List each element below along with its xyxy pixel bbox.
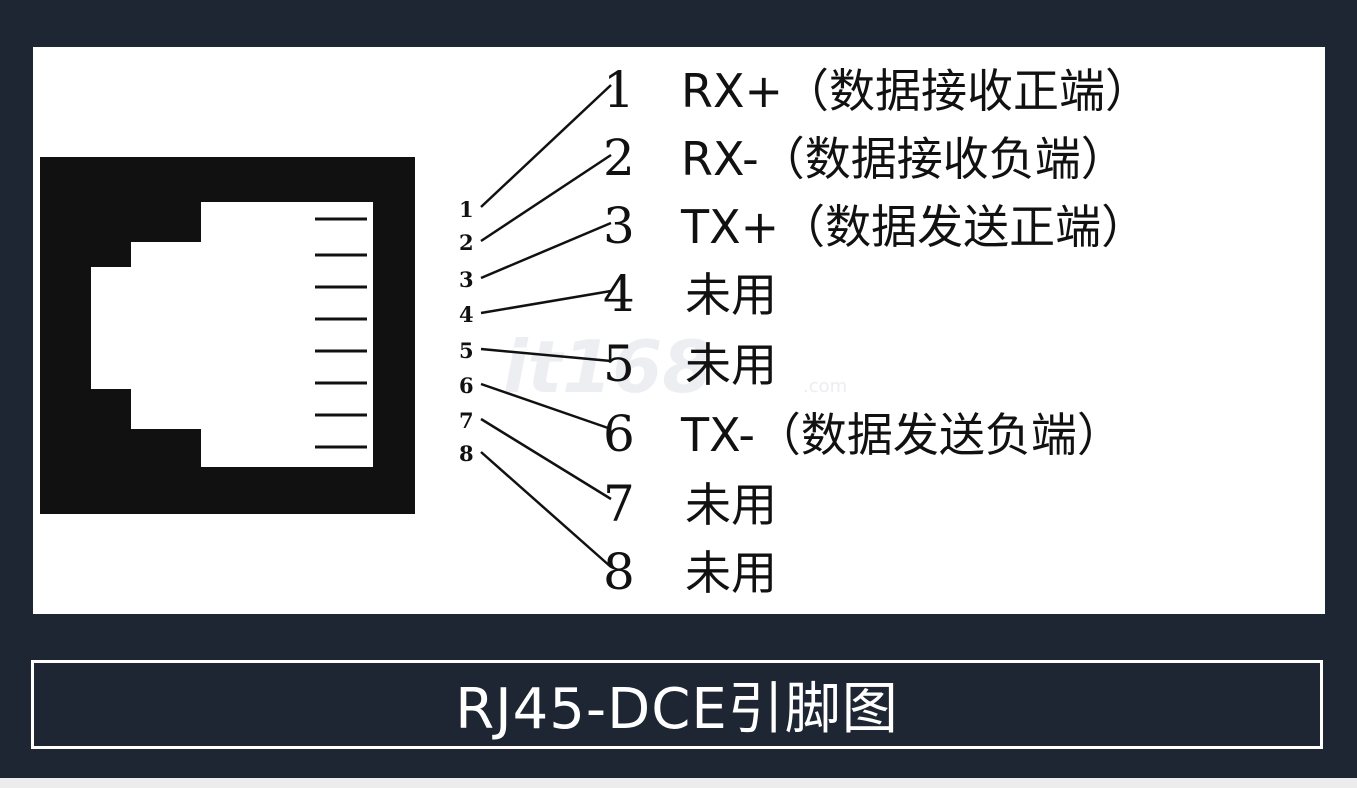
leader-line-3 xyxy=(480,221,612,280)
leader-line-1 xyxy=(480,84,612,208)
pin-label-2: 2 xyxy=(459,230,474,255)
row-number-3: 3 xyxy=(603,197,635,255)
leader-line-8 xyxy=(480,451,612,568)
jack-contacts xyxy=(315,217,367,449)
diagram-panel: it168 .com 1 2 3 4 5 6 7 8 xyxy=(33,47,1325,614)
row-description-8: 未用 xyxy=(685,546,777,600)
rj45-diagram: it168 .com 1 2 3 4 5 6 7 8 xyxy=(40,61,1151,601)
row-number-2: 2 xyxy=(603,129,635,187)
row-number-8: 8 xyxy=(603,543,635,601)
row-number-1: 1 xyxy=(603,61,635,119)
leader-line-7 xyxy=(480,417,612,501)
leader-line-6 xyxy=(480,382,612,431)
bottom-strip xyxy=(0,778,1357,788)
leader-line-2 xyxy=(480,153,612,243)
caption-box: RJ45-DCE引脚图 xyxy=(31,660,1323,749)
pin-label-3: 3 xyxy=(459,267,474,292)
pin-label-7: 7 xyxy=(459,408,474,433)
leader-lines xyxy=(480,84,612,568)
leader-line-5 xyxy=(480,347,612,363)
row-description-6: TX-（数据发送负端） xyxy=(680,408,1123,462)
row-description-4: 未用 xyxy=(685,268,777,322)
caption-title: RJ45-DCE引脚图 xyxy=(455,677,899,742)
row-number-4: 4 xyxy=(603,265,635,323)
row-number-6: 6 xyxy=(603,405,635,463)
row-description-2: RX-（数据接收负端） xyxy=(681,132,1127,186)
row-description-3: TX+（数据发送正端） xyxy=(680,200,1147,254)
rj45-jack-body xyxy=(40,157,415,514)
watermark: it168 xyxy=(503,325,712,409)
pin-label-1: 1 xyxy=(459,197,474,222)
pin-label-6: 6 xyxy=(459,373,474,398)
row-description-7: 未用 xyxy=(685,478,777,532)
row-number-5: 5 xyxy=(603,335,635,393)
row-description-1: RX+（数据接收正端） xyxy=(681,64,1151,118)
row-description-5: 未用 xyxy=(685,338,777,392)
pin-label-5: 5 xyxy=(459,338,474,363)
pin-label-4: 4 xyxy=(459,302,474,327)
watermark-suffix: .com xyxy=(803,376,847,397)
leader-line-4 xyxy=(480,289,612,315)
pin-label-8: 8 xyxy=(459,441,474,466)
row-number-7: 7 xyxy=(603,475,635,533)
